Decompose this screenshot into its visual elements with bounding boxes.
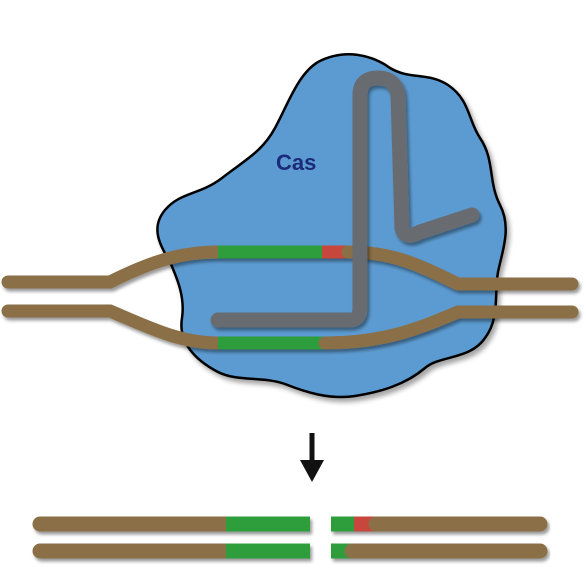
guide-rna xyxy=(210,70,480,328)
cas-label: Cas xyxy=(276,150,316,175)
cleaved-dna-right-fragment xyxy=(331,516,548,559)
cas-protein xyxy=(156,53,507,399)
dna-top-lower-strand xyxy=(1,304,579,350)
cleaved-dna-left-fragment xyxy=(32,516,310,559)
down-arrow xyxy=(300,433,324,482)
